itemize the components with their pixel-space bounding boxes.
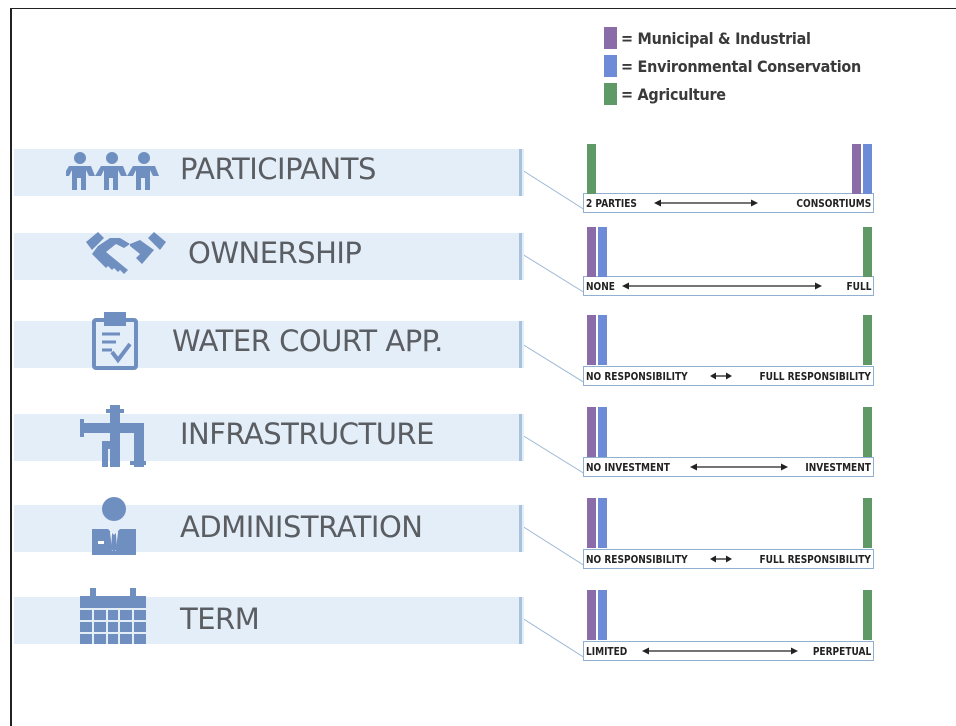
double-arrow-icon <box>710 555 732 563</box>
band-end-infrastructure <box>519 414 522 461</box>
bar-water-court-app-environmental <box>598 315 607 365</box>
scale-left-participants: 2 PARTIES <box>586 197 637 210</box>
bar-ownership-environmental <box>598 227 607 277</box>
row-label-infrastructure: INFRASTRUCTURE <box>180 417 434 451</box>
scale-left-ownership: NONE <box>586 280 615 293</box>
administrator-icon <box>92 497 136 555</box>
scale-right-ownership: FULL <box>846 280 871 293</box>
bar-ownership-agriculture <box>863 227 872 277</box>
legend-item-municipal: = Municipal & Industrial <box>604 24 888 52</box>
bar-water-court-app-municipal <box>587 315 596 365</box>
double-arrow-icon <box>654 199 758 207</box>
pipe-icon <box>80 405 146 467</box>
legend-swatch-municipal <box>604 27 617 49</box>
legend-swatch-environmental <box>604 55 617 77</box>
scale-left-infrastructure: NO INVESTMENT <box>586 461 670 474</box>
legend-item-agriculture: = Agriculture <box>604 80 888 108</box>
bar-ownership-municipal <box>587 227 596 277</box>
leader-line-participants <box>521 169 586 211</box>
people-icon <box>66 152 159 190</box>
band-water-court-app <box>14 321 524 368</box>
bar-infrastructure-agriculture <box>863 407 872 457</box>
row-label-administration: ADMINISTRATION <box>180 510 423 544</box>
scale-right-water-court-app: FULL RESPONSIBILITY <box>759 370 871 383</box>
scale-right-administration: FULL RESPONSIBILITY <box>759 553 871 566</box>
double-arrow-icon <box>622 282 822 290</box>
row-label-participants: PARTICIPANTS <box>180 152 376 186</box>
band-end-ownership <box>519 233 522 280</box>
leader-line-ownership <box>521 253 586 294</box>
band-end-participants <box>519 149 522 196</box>
bar-term-agriculture <box>863 590 872 640</box>
scale-administration: NO RESPONSIBILITY FULL RESPONSIBILITY <box>583 549 874 569</box>
scale-term: LIMITED PERPETUAL <box>583 641 874 661</box>
double-arrow-icon <box>710 372 732 380</box>
bar-infrastructure-environmental <box>598 407 607 457</box>
row-label-water-court-app: WATER COURT APP. <box>172 324 443 358</box>
scale-left-term: LIMITED <box>586 645 628 658</box>
scale-water-court-app: NO RESPONSIBILITY FULL RESPONSIBILITY <box>583 366 874 386</box>
bar-administration-municipal <box>587 498 596 548</box>
scale-right-infrastructure: INVESTMENT <box>805 461 871 474</box>
leader-line-infrastructure <box>521 434 586 475</box>
leader-line-water-court <box>521 343 586 384</box>
legend-swatch-agriculture <box>604 83 617 105</box>
bar-participants-municipal <box>852 144 861 194</box>
legend-label-environmental: = Environmental Conservation <box>621 56 861 76</box>
scale-participants: 2 PARTIES CONSORTIUMS <box>583 193 874 213</box>
bar-infrastructure-municipal <box>587 407 596 457</box>
legend-label-agriculture: = Agriculture <box>621 84 726 104</box>
scale-right-participants: CONSORTIUMS <box>796 197 871 210</box>
legend: = Municipal & Industrial = Environmental… <box>604 24 888 108</box>
scale-ownership: NONE FULL <box>583 276 874 296</box>
bar-water-court-app-agriculture <box>863 315 872 365</box>
scale-left-administration: NO RESPONSIBILITY <box>586 553 688 566</box>
scale-infrastructure: NO INVESTMENT INVESTMENT <box>583 457 874 477</box>
row-label-ownership: OWNERSHIP <box>188 236 362 270</box>
legend-label-municipal: = Municipal & Industrial <box>621 28 811 48</box>
handshake-icon <box>86 232 166 274</box>
legend-item-environmental: = Environmental Conservation <box>604 52 888 80</box>
band-end-term <box>519 597 522 644</box>
clipboard-icon <box>92 312 138 370</box>
bar-administration-agriculture <box>863 498 872 548</box>
band-infrastructure <box>14 414 524 461</box>
leader-line-term <box>521 617 586 659</box>
bar-term-environmental <box>598 590 607 640</box>
bar-participants-agriculture <box>587 144 596 194</box>
leader-line-administration <box>521 525 586 567</box>
double-arrow-icon <box>690 463 788 471</box>
page-frame <box>10 8 956 726</box>
row-label-term: TERM <box>180 602 260 636</box>
scale-right-term: PERPETUAL <box>812 645 871 658</box>
bar-participants-environmental <box>863 144 872 194</box>
bar-term-municipal <box>587 590 596 640</box>
bar-administration-environmental <box>598 498 607 548</box>
calendar-icon <box>80 588 146 644</box>
double-arrow-icon <box>642 647 798 655</box>
scale-left-water-court-app: NO RESPONSIBILITY <box>586 370 688 383</box>
band-end-administration <box>519 505 522 552</box>
band-end-water-court-app <box>519 321 522 368</box>
